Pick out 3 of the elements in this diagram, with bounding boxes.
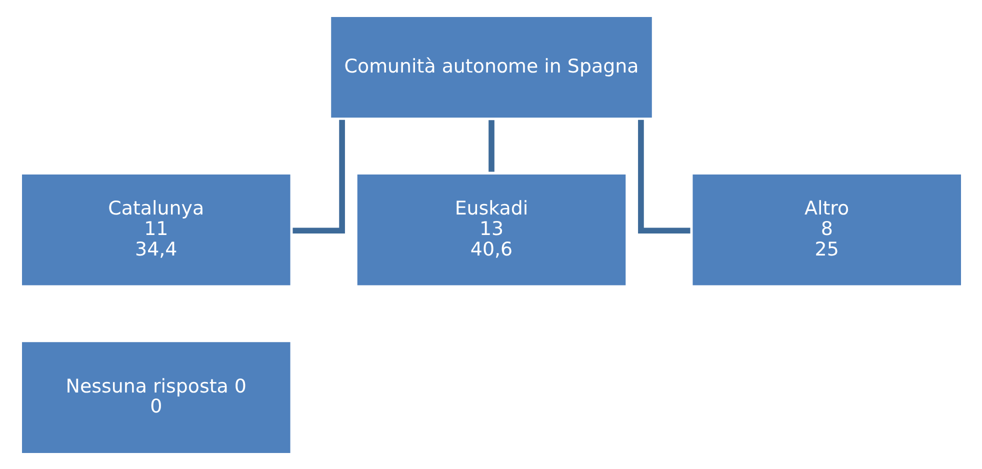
connector [488,120,494,172]
connector [638,119,690,234]
connector [292,119,344,234]
